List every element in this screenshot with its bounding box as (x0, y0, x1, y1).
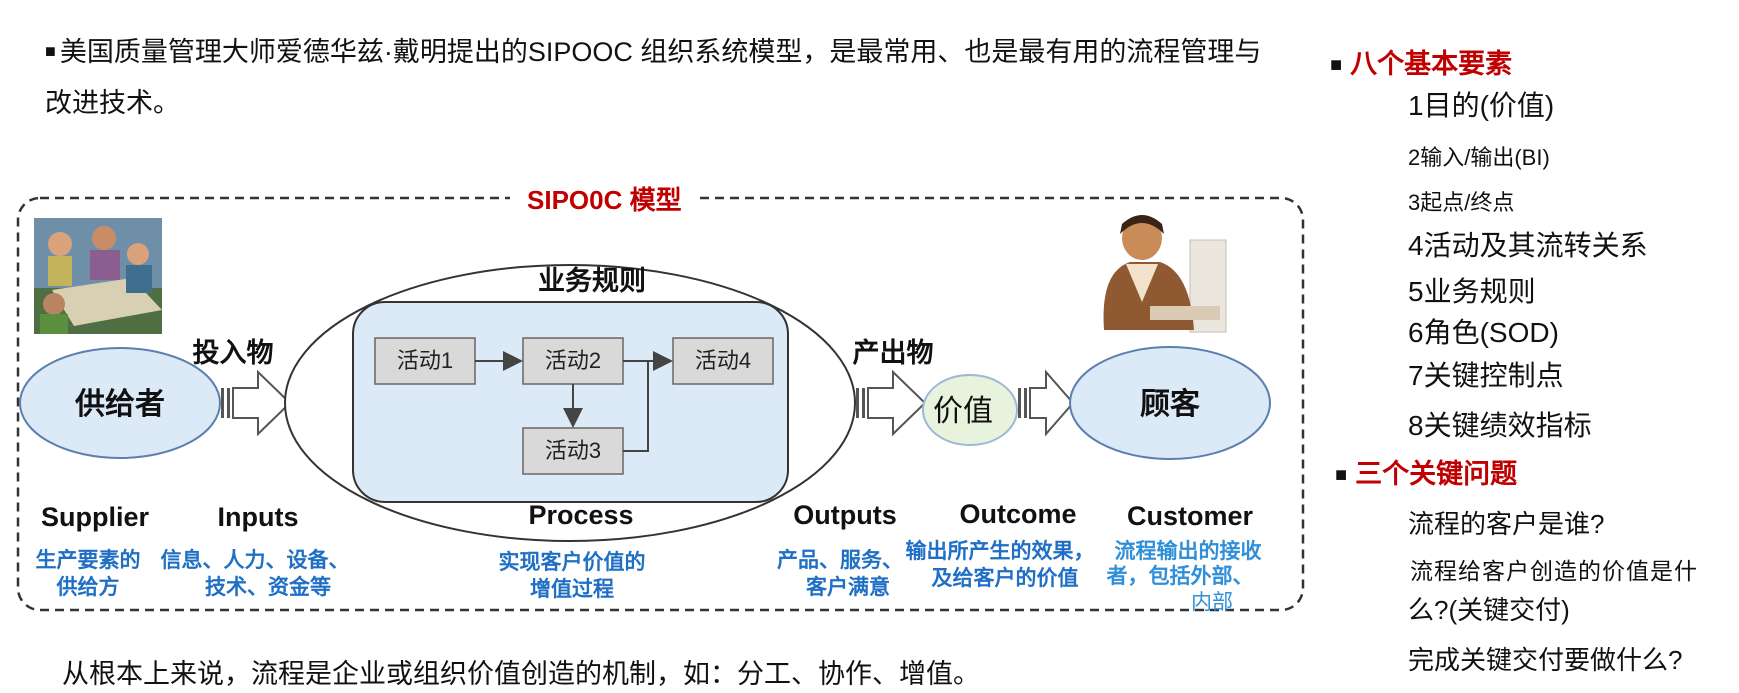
activity-label: 活动3 (545, 438, 601, 463)
flow-arrow (623, 361, 649, 452)
stage-name: Outputs (793, 500, 896, 530)
bottom-note: 从根本上来说，流程是企业或组织价值创造的机制，如：分工、协作、增值。 (62, 659, 980, 689)
element-item: 6角色(SOD) (1408, 317, 1559, 348)
stage-desc: 技术、资金等 (205, 575, 331, 599)
customer-label: 顾客 (1140, 387, 1200, 421)
stage-name: Outcome (959, 499, 1076, 529)
heading-eight-elements: ■ 八个基本要素 (1330, 42, 1512, 81)
question-item: 完成关键交付要做什么? (1408, 645, 1683, 675)
outputs-arrow (856, 369, 927, 437)
stage-desc: 输出所产生的效果， (906, 539, 1095, 563)
stage-desc: 供给方 (56, 575, 120, 599)
element-item: 1目的(价值) (1408, 90, 1555, 121)
question-item: 流程给客户创造的价值是什 (1410, 558, 1698, 584)
element-item: 4活动及其流转关系 (1408, 230, 1648, 261)
stage-desc: 及给客户的价值 (932, 566, 1079, 590)
stage-desc: 增值过程 (530, 577, 614, 601)
stage-name: Process (528, 500, 633, 530)
heading-three-questions: ■ 三个关键问题 (1335, 452, 1517, 491)
element-item: 5业务规则 (1408, 276, 1536, 307)
element-item: 3起点/终点 (1408, 190, 1515, 215)
stage-desc: 客户满意 (806, 575, 890, 599)
value-arrow (1018, 369, 1075, 437)
stage-name: Supplier (41, 502, 150, 532)
stage-desc: 实现客户价值的 (499, 550, 646, 574)
inputs-arrow (221, 369, 292, 437)
element-item: 2输入/输出(BI) (1408, 145, 1550, 170)
element-item: 8关键绩效指标 (1408, 410, 1592, 441)
stage-name: Customer (1127, 501, 1254, 531)
question-item: 么?(关键交付) (1408, 595, 1570, 625)
business-rules-label: 业务规则 (538, 266, 646, 296)
sipooc-diagram: SIPO0C 模型 供给者 投入物 业务规则 活动1 活动2 活动3 活动4 (16, 184, 1305, 614)
activity-box (672, 337, 774, 385)
activity-label: 活动4 (695, 348, 751, 373)
stage-desc: 生产要素的 (36, 548, 141, 572)
activity-label: 活动1 (397, 348, 453, 373)
stage-desc: 者，包括外部、 (1107, 564, 1254, 588)
customer-ellipse (1069, 346, 1271, 460)
stage-name: Inputs (218, 502, 299, 532)
outputs-label: 产出物 (853, 338, 934, 368)
question-item: 流程的客户是谁? (1408, 509, 1605, 539)
intro-bullet: ■ (45, 41, 56, 61)
heading-bullet: ■ (1335, 464, 1348, 486)
intro-paragraph: ■美国质量管理大师爱德华兹·戴明提出的SIPOOC 组织系统模型，是最常用、也是… (45, 28, 1285, 127)
activity-label: 活动2 (545, 348, 601, 373)
heading-text: 三个关键问题 (1355, 459, 1518, 489)
inputs-label: 投入物 (193, 338, 274, 368)
stage-desc: 流程输出的接收 (1115, 539, 1262, 563)
value-ellipse (922, 374, 1018, 446)
activity-box (522, 427, 624, 475)
supplier-ellipse (19, 347, 221, 459)
intro-text: 美国质量管理大师爱德华兹·戴明提出的SIPOOC 组织系统模型，是最常用、也是最… (45, 37, 1262, 118)
model-title: SIPO0C 模型 (527, 185, 682, 215)
customer-clipart (1103, 215, 1227, 333)
activity-box (522, 337, 624, 385)
stage-desc: 产品、服务、 (777, 548, 903, 572)
stage-desc: 信息、人力、设备、 (161, 548, 350, 572)
meeting-clipart (34, 218, 162, 334)
activity-box (374, 337, 476, 385)
heading-bullet: ■ (1330, 54, 1343, 76)
value-label: 价值 (933, 395, 993, 428)
supplier-label: 供给者 (74, 388, 165, 421)
stage-desc: 内部 (1191, 591, 1233, 614)
heading-text: 八个基本要素 (1350, 49, 1513, 79)
element-item: 7关键控制点 (1408, 360, 1564, 391)
